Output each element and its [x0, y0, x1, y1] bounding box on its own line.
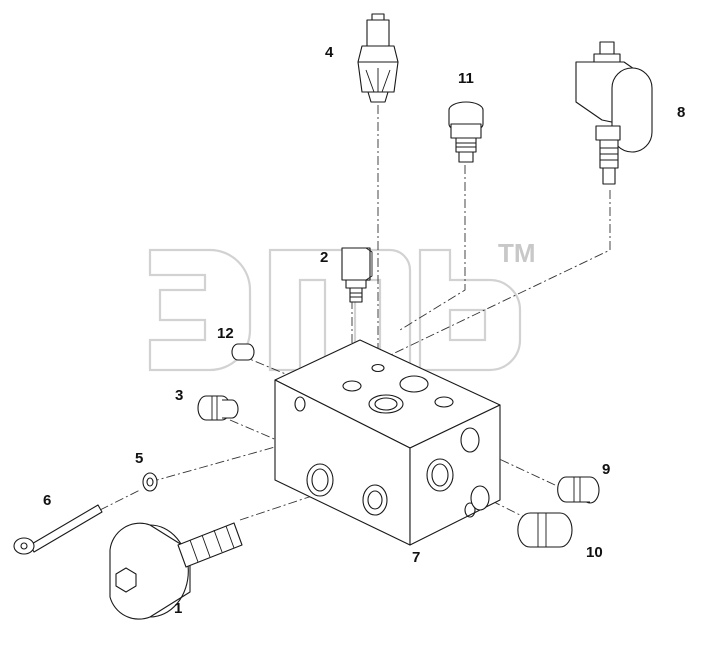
bolt-6 [13, 504, 103, 555]
callouts: 1 2 3 4 5 6 7 8 9 10 11 12 [43, 44, 685, 617]
washer-5 [142, 472, 158, 492]
callout-2: 2 [320, 249, 328, 266]
fitting-3 [197, 395, 239, 421]
block-fitting-front [362, 484, 388, 516]
solenoid-valve-1 [109, 522, 243, 620]
callout-12: 12 [217, 325, 234, 342]
callout-8: 8 [677, 104, 685, 121]
callout-7: 7 [412, 549, 420, 566]
watermark-logo: TM [148, 238, 536, 372]
plug-11 [448, 101, 484, 163]
block-fitting-right [470, 485, 490, 511]
assembly-lines [99, 105, 611, 521]
solenoid-8 [575, 41, 653, 185]
callout-6: 6 [43, 492, 51, 509]
callout-1: 1 [174, 600, 182, 617]
fitting-10 [517, 512, 573, 548]
callout-9: 9 [602, 461, 610, 478]
sensor-2 [341, 247, 373, 303]
callout-5: 5 [135, 450, 143, 467]
callout-11: 11 [458, 70, 474, 87]
plug-12 [231, 343, 255, 361]
callout-4: 4 [325, 44, 334, 61]
callout-10: 10 [586, 544, 603, 561]
fitting-9 [557, 476, 600, 504]
callout-3: 3 [175, 387, 183, 404]
sensor-4 [357, 13, 399, 103]
watermark-trademark: TM [498, 238, 536, 268]
